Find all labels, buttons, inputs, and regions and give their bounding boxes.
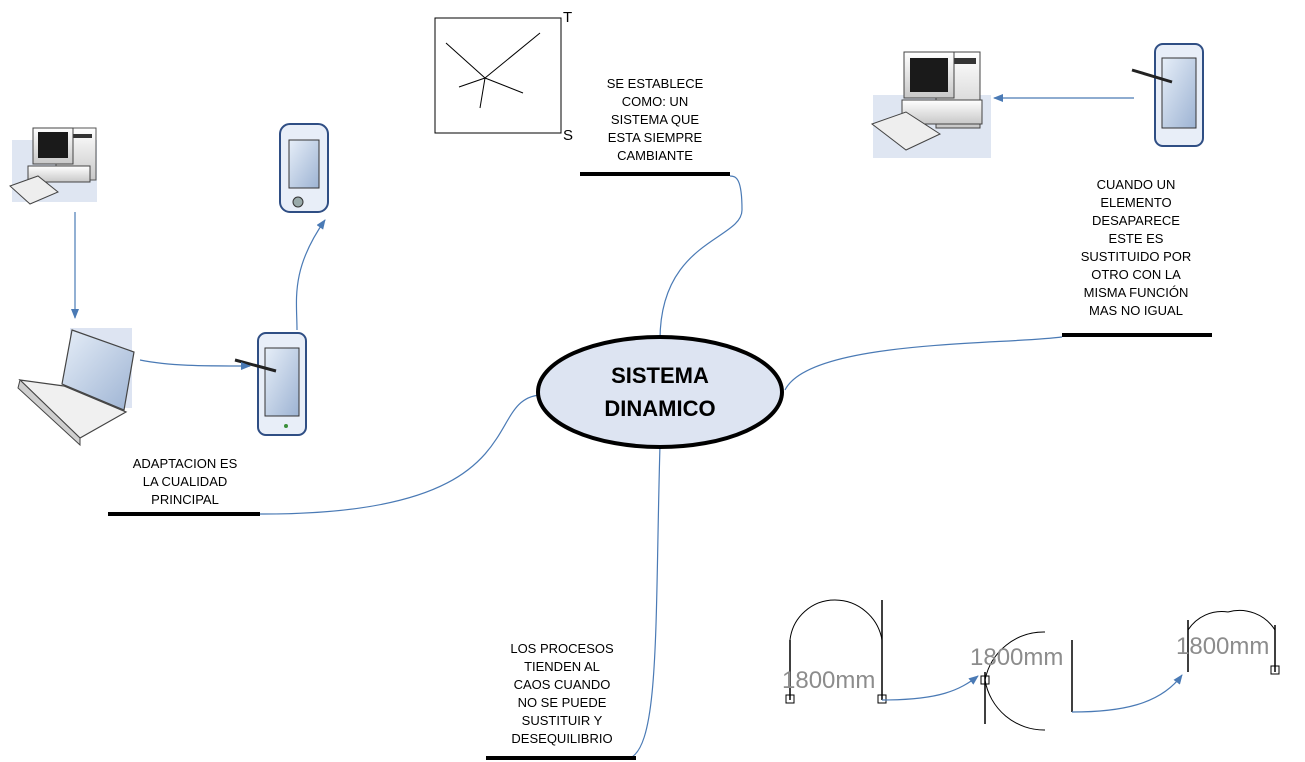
desktop-computer-icon bbox=[9, 127, 97, 205]
connector-left bbox=[259, 394, 541, 515]
node-bottom-line: LOS PROCESOS bbox=[510, 641, 614, 656]
node-bottom-line: DESEQUILIBRIO bbox=[511, 731, 612, 746]
door-plan-icon: 1800mm bbox=[970, 631, 1073, 731]
node-bottom-line: NO SE PUEDE bbox=[518, 695, 607, 710]
palm-device-icon bbox=[279, 123, 329, 213]
node-top[interactable]: SE ESTABLECE COMO: UN SISTEMA QUE ESTA S… bbox=[580, 76, 730, 176]
laptop-icon bbox=[17, 328, 135, 447]
door-plan-icon: 1800mm bbox=[782, 599, 887, 704]
arrow-door2-to-door3 bbox=[1071, 674, 1183, 713]
node-right[interactable]: CUANDO UN ELEMENTO DESAPARECE ESTE ES SU… bbox=[1062, 177, 1212, 337]
node-top-line: SISTEMA QUE bbox=[611, 112, 699, 127]
node-left-line: LA CUALIDAD bbox=[143, 474, 228, 489]
node-left-line: PRINCIPAL bbox=[151, 492, 219, 507]
node-top-underline bbox=[580, 172, 730, 176]
arrow-door1-to-door2 bbox=[881, 675, 979, 701]
pda-icon bbox=[1131, 43, 1204, 147]
node-bottom-line: SUSTITUIR Y bbox=[522, 713, 603, 728]
node-top-line: ESTA SIEMPRE bbox=[608, 130, 703, 145]
node-bottom-underline bbox=[486, 756, 636, 760]
node-top-line: COMO: UN bbox=[622, 94, 688, 109]
connector-bottom bbox=[629, 444, 661, 759]
door-dimension-label: 1800mm bbox=[1176, 633, 1269, 660]
node-right-line: DESAPARECE bbox=[1092, 213, 1180, 228]
desktop-computer-icon bbox=[870, 51, 991, 158]
door-dimension-label: 1800mm bbox=[782, 667, 875, 694]
node-right-line: ELEMENTO bbox=[1100, 195, 1171, 210]
node-right-line: CUANDO UN bbox=[1097, 177, 1176, 192]
center-title-line2: DINAMICO bbox=[604, 396, 715, 421]
node-right-line: SUSTITUIDO POR bbox=[1081, 249, 1192, 264]
node-left[interactable]: ADAPTACION ES LA CUALIDAD PRINCIPAL bbox=[108, 456, 260, 516]
node-right-underline bbox=[1062, 333, 1212, 337]
arrow-pda-to-palm bbox=[295, 219, 326, 331]
ts-label-t: T bbox=[563, 9, 572, 26]
node-left-line: ADAPTACION ES bbox=[133, 456, 238, 471]
ts-label-s: S bbox=[563, 127, 573, 144]
node-bottom-line: TIENDEN AL bbox=[524, 659, 600, 674]
node-top-line: CAMBIANTE bbox=[617, 148, 693, 163]
node-right-line: MAS NO IGUAL bbox=[1089, 303, 1183, 318]
ts-diagram: T S bbox=[434, 9, 573, 144]
node-right-line: OTRO CON LA bbox=[1091, 267, 1181, 282]
node-left-underline bbox=[108, 512, 260, 516]
node-top-line: SE ESTABLECE bbox=[607, 76, 704, 91]
pda-icon bbox=[234, 332, 307, 436]
node-right-line: MISMA FUNCIÓN bbox=[1084, 285, 1189, 300]
center-title-line1: SISTEMA bbox=[611, 363, 709, 388]
connector-right bbox=[784, 336, 1063, 391]
node-bottom-line: CAOS CUANDO bbox=[514, 677, 611, 692]
arrow-laptop-to-pda bbox=[139, 359, 251, 370]
center-node[interactable]: SISTEMA DINAMICO bbox=[536, 335, 784, 449]
node-right-line: ESTE ES bbox=[1109, 231, 1164, 246]
node-bottom[interactable]: LOS PROCESOS TIENDEN AL CAOS CUANDO NO S… bbox=[486, 641, 636, 760]
door-dimension-label: 1800mm bbox=[970, 644, 1063, 671]
connector-top bbox=[659, 175, 743, 341]
door-plan-icon: 1800mm bbox=[1176, 609, 1280, 675]
